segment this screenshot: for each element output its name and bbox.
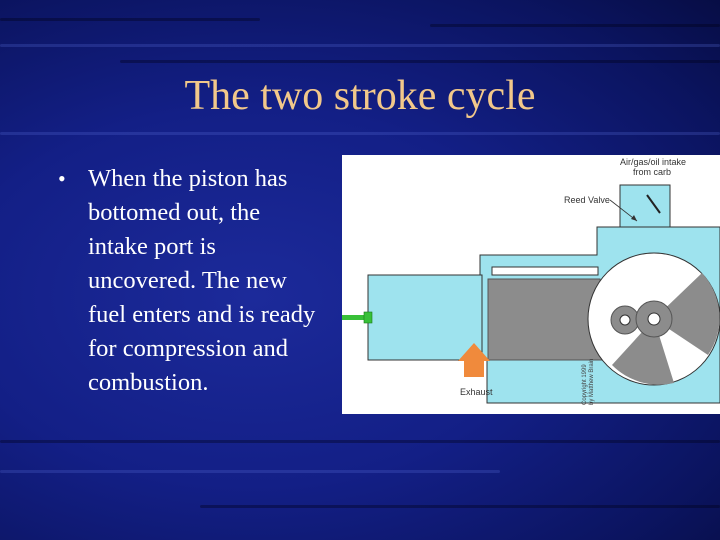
spark-plug xyxy=(342,315,372,320)
pointer-arrowhead xyxy=(631,215,637,221)
two-stroke-engine-diagram: Air/gas/oil intake from carb Reed Valve … xyxy=(342,155,720,414)
background-streak xyxy=(0,440,720,443)
background-streak xyxy=(0,470,500,473)
background-streak xyxy=(0,18,260,21)
background-streak xyxy=(120,60,720,63)
background-streak xyxy=(0,44,720,47)
copyright-line2: by Matthew Brain xyxy=(589,359,595,405)
copyright-line1: Copyright 1999 xyxy=(582,364,588,405)
bullet-text: When the piston has bottomed out, the in… xyxy=(88,165,316,396)
intake-duct xyxy=(619,184,671,231)
background-streak xyxy=(430,24,720,27)
crank-pin xyxy=(619,314,631,326)
exhaust-label: Exhaust xyxy=(460,387,493,397)
background-streak xyxy=(0,132,720,135)
crankshaft xyxy=(647,312,661,326)
reed-valve xyxy=(646,194,661,214)
crank-counterweight xyxy=(654,273,720,355)
background-streak xyxy=(200,505,720,508)
cylinder-chamber xyxy=(367,274,483,361)
intake-port xyxy=(491,266,599,276)
reed-valve-label: Reed Valve xyxy=(564,195,610,205)
slide-title: The two stroke cycle xyxy=(184,73,536,119)
intake-label-line2: from carb xyxy=(633,167,671,177)
exhaust-arrow xyxy=(458,343,490,377)
intake-label-line1: Air/gas/oil intake xyxy=(620,157,686,167)
bullet-symbol: • xyxy=(58,166,66,191)
copyright-label: Copyright 1999 by Matthew Brain xyxy=(582,359,595,405)
spark-plug-body xyxy=(363,311,373,324)
